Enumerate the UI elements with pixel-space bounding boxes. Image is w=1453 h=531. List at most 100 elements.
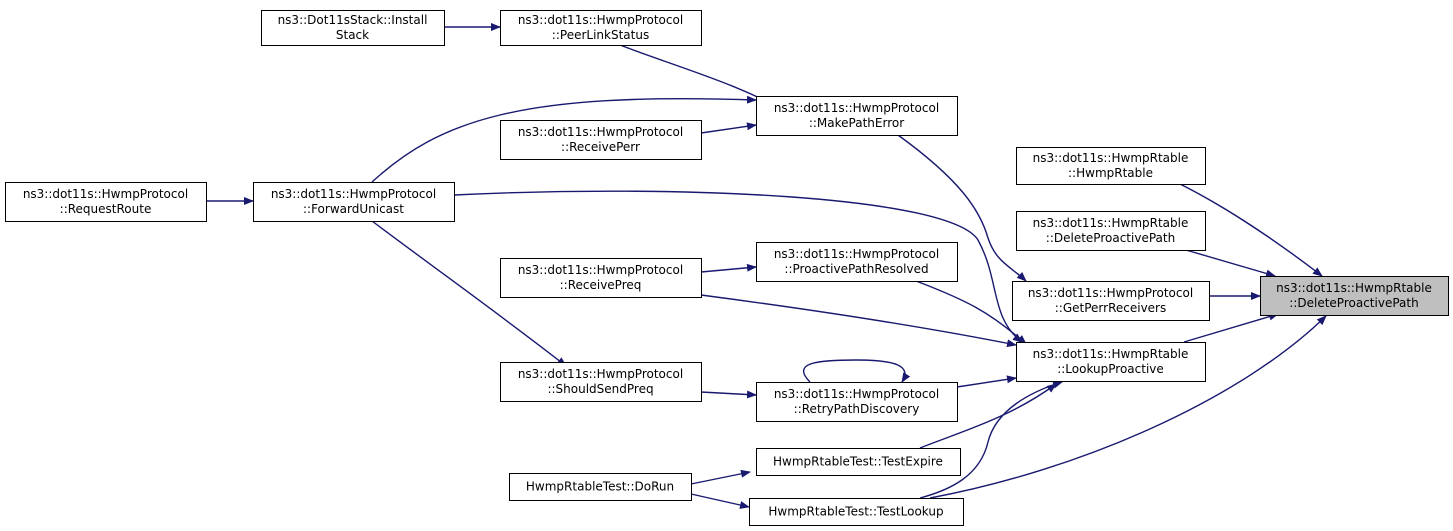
node-label-line: ns3::dot11s::HwmpProtocol [23, 187, 188, 201]
node-label-line: ::GetPerrReceivers [1055, 301, 1167, 315]
edge-retry_path_discovery-to-retry_path_discovery [802, 359, 911, 383]
edge-line [929, 315, 1327, 499]
node-receive-perr[interactable]: ns3::dot11s::HwmpProtocol::ReceivePerr [500, 120, 702, 160]
node-label-line: HwmpRtableTest::TestExpire [773, 455, 943, 469]
node-should-send-preq[interactable]: ns3::dot11s::HwmpProtocol::ShouldSendPre… [500, 362, 702, 402]
edge-forward_unicast-to-lookup_proactive [453, 190, 1023, 343]
node-make-path-error[interactable]: ns3::dot11s::HwmpProtocol::MakePathError [756, 96, 958, 136]
edge-receive_preq-to-proactive_path_resolved [700, 263, 757, 273]
edge-line [1185, 249, 1276, 278]
node-forward-unicast[interactable]: ns3::dot11s::HwmpProtocol::ForwardUnicas… [253, 182, 455, 222]
node-box [756, 382, 958, 422]
edge-line [700, 122, 757, 134]
node-get-perr-receivers[interactable]: ns3::dot11s::HwmpProtocol::GetPerrReceiv… [1012, 281, 1210, 321]
edge-delete_proactive_path_1-to-delete_proactive_path_target [1185, 249, 1276, 278]
edge-retry_path_discovery-to-lookup_proactive [956, 375, 1017, 388]
edge-line [700, 294, 1017, 348]
node-label-line: ns3::dot11s::HwmpProtocol [774, 387, 939, 401]
edge-line [919, 380, 1063, 499]
node-label-line: ::DeleteProactivePath [1046, 231, 1175, 245]
node-do-run[interactable]: HwmpRtableTest::DoRun [509, 473, 692, 501]
edge-line [897, 134, 1027, 282]
node-box [1016, 342, 1206, 382]
node-label-line: ::MakePathError [809, 116, 904, 130]
node-label-line: ::RequestRoute [60, 202, 152, 216]
edge-line [956, 375, 1017, 388]
edge-forward_unicast-to-make_path_error [371, 95, 757, 183]
node-label-line: ::LookupProactive [1057, 362, 1164, 376]
node-label-line: ns3::dot11s::HwmpProtocol [518, 13, 683, 27]
node-label-line: ns3::dot11s::HwmpRtable [1033, 151, 1189, 165]
node-label-line: ::DeleteProactivePath [1289, 296, 1418, 310]
node-box [500, 258, 702, 298]
edge-line [453, 190, 1023, 343]
edge-should_send_preq-to-retry_path_discovery [700, 390, 757, 399]
edge-do_run-to-test_lookup [690, 493, 750, 509]
edge-forward_unicast-to-should_send_preq [371, 220, 567, 367]
node-box [500, 120, 702, 160]
node-box [1016, 147, 1206, 185]
node-label-line: HwmpRtableTest::DoRun [526, 480, 674, 494]
node-label-line: ns3::dot11s::HwmpProtocol [774, 247, 939, 261]
node-label-line: ns3::dot11s::HwmpProtocol [1028, 286, 1193, 300]
edge-line [371, 220, 567, 367]
node-box [253, 182, 455, 222]
edge-test_lookup-to-lookup_proactive [919, 380, 1063, 499]
node-test-expire[interactable]: HwmpRtableTest::TestExpire [756, 448, 961, 476]
node-label-line: ::ShouldSendPreq [547, 382, 653, 396]
edge-do_run-to-test_expire [690, 469, 751, 485]
edge-line [700, 390, 757, 399]
node-delete-proactive-path-1[interactable]: ns3::dot11s::HwmpRtable::DeleteProactive… [1016, 211, 1206, 251]
edge-hwmp_rtable_ctor-to-delete_proactive_path_target [1179, 183, 1323, 277]
node-label-line: ns3::dot11s::HwmpProtocol [518, 125, 683, 139]
node-lookup-proactive[interactable]: ns3::dot11s::HwmpRtable::LookupProactive [1016, 342, 1206, 382]
node-label-line: ns3::dot11s::HwmpRtable [1276, 281, 1432, 295]
edge-line [1179, 183, 1323, 277]
node-label-line: ns3::dot11s::HwmpRtable [1033, 347, 1189, 361]
edge-line [371, 95, 757, 183]
node-label-line: ns3::dot11s::HwmpRtable [1033, 216, 1189, 230]
node-box [756, 448, 961, 476]
node-box [500, 362, 702, 402]
edge-receive_preq-to-lookup_proactive [700, 294, 1017, 348]
node-proactive-path-resolved[interactable]: ns3::dot11s::HwmpProtocol::ProactivePath… [756, 242, 958, 282]
edge-proactive_path_resolved-to-lookup_proactive [915, 280, 1027, 345]
node-retry-path-discovery[interactable]: ns3::dot11s::HwmpProtocol::RetryPathDisc… [756, 382, 958, 422]
edge-line [1183, 312, 1279, 343]
edge-line [915, 280, 1027, 345]
node-label-line: ::ReceivePreq [560, 278, 642, 292]
node-box [509, 473, 692, 501]
node-box [1016, 211, 1206, 251]
edge-line [690, 493, 750, 509]
node-request-route[interactable]: ns3::dot11s::HwmpProtocol::RequestRoute [5, 182, 207, 222]
node-box [1012, 281, 1210, 321]
edge-test_expire-to-lookup_proactive [919, 383, 1057, 449]
node-box [500, 10, 702, 46]
node-delete-proactive-path-target[interactable]: ns3::dot11s::HwmpRtable::DeleteProactive… [1260, 276, 1449, 316]
edge-line [700, 263, 757, 273]
edge-line [802, 359, 911, 383]
edge-receive_perr-to-make_path_error [700, 122, 757, 134]
node-label-line: ns3::dot11s::HwmpProtocol [518, 367, 683, 381]
node-receive-preq[interactable]: ns3::dot11s::HwmpProtocol::ReceivePreq [500, 258, 702, 298]
node-label-line: ::ProactivePathResolved [784, 262, 928, 276]
edge-make_path_error-to-get_perr_receivers [897, 134, 1027, 282]
node-box [1260, 276, 1449, 316]
node-label-line: ::ReceivePerr [561, 140, 640, 154]
node-label-line: HwmpRtableTest::TestLookup [768, 505, 943, 519]
node-hwmp-rtable-ctor[interactable]: ns3::dot11s::HwmpRtable::HwmpRtable [1016, 147, 1206, 185]
node-label-line: ns3::Dot11sStack::Install [278, 13, 428, 27]
node-label-line: ::PeerLinkStatus [552, 28, 649, 42]
node-test-lookup[interactable]: HwmpRtableTest::TestLookup [749, 498, 964, 526]
edge-line [919, 383, 1057, 449]
edge-line [690, 469, 751, 485]
node-label-line: ::ForwardUnicast [303, 202, 404, 216]
node-label-line: ::HwmpRtable [1068, 166, 1153, 180]
edge-test_lookup-to-delete_proactive_path_target [929, 315, 1327, 499]
node-peer-link-status[interactable]: ns3::dot11s::HwmpProtocol::PeerLinkStatu… [500, 10, 702, 46]
node-label-line: ::RetryPathDiscovery [794, 402, 920, 416]
node-label-line: ns3::dot11s::HwmpProtocol [774, 101, 939, 115]
node-label-line: Stack [336, 28, 369, 42]
